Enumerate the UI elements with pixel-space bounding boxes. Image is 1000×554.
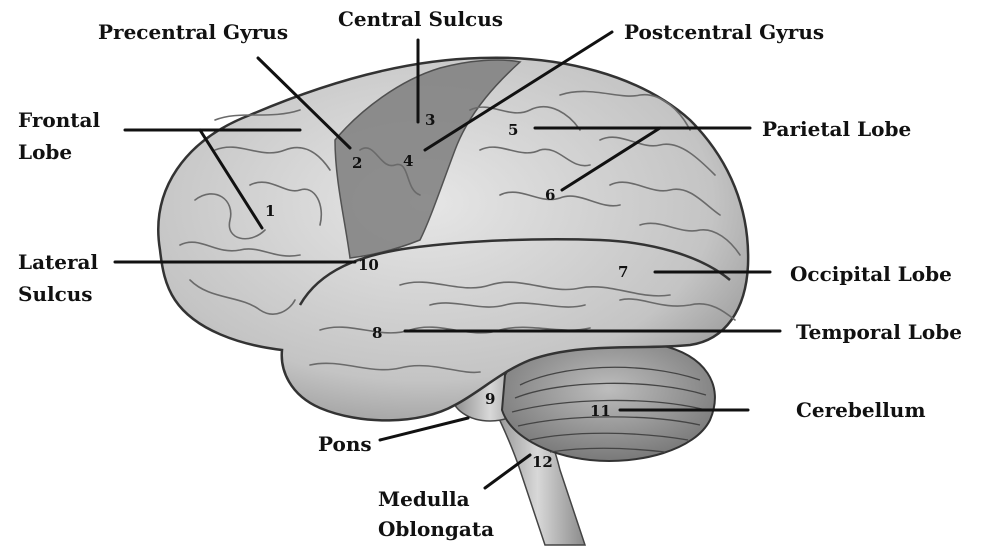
line-precentral-gyrus — [256, 56, 352, 150]
marker-12: 12 — [532, 453, 553, 471]
marker-11: 11 — [590, 402, 611, 420]
label-pons: Pons — [318, 432, 372, 456]
line-parietal-lobe-to-6 — [560, 126, 662, 192]
medulla-text-line2: Oblongata — [378, 517, 495, 541]
leader-lines — [113, 30, 782, 490]
label-frontal-lobe: Frontal Lobe — [18, 104, 100, 168]
temporal-lobe-text: Temporal Lobe — [796, 320, 962, 344]
label-precentral-gyrus: Precentral Gyrus — [98, 20, 288, 44]
cerebellum-folia — [511, 366, 707, 453]
label-lateral-sulcus: Lateral Sulcus — [18, 246, 98, 310]
medulla-text-line1: Medulla — [378, 487, 470, 511]
frontal-lobe-text-line2: Lobe — [18, 140, 73, 164]
marker-2: 2 — [352, 154, 362, 172]
marker-5: 5 — [508, 121, 518, 139]
marker-6: 6 — [545, 186, 555, 204]
label-parietal-lobe: Parietal Lobe — [762, 117, 911, 141]
lateral-sulcus-text-line1: Lateral — [18, 250, 99, 274]
lateral-sulcus-text-line2: Sulcus — [18, 282, 93, 306]
temporal-lobe-outline — [298, 238, 731, 306]
line-medulla — [483, 453, 532, 490]
label-central-sulcus: Central Sulcus — [338, 7, 503, 31]
label-medulla-oblongata: Medulla Oblongata — [378, 484, 494, 544]
occipital-lobe-text: Occipital Lobe — [790, 262, 952, 286]
marker-3: 3 — [425, 111, 435, 129]
marker-8: 8 — [372, 324, 382, 342]
pons-text: Pons — [318, 432, 372, 456]
precentral-gyrus-text: Precentral Gyrus — [98, 20, 289, 44]
gyri-texture — [179, 90, 741, 374]
marker-4: 4 — [403, 152, 413, 170]
line-pons — [378, 416, 470, 442]
number-markers: 1 2 3 4 5 6 7 8 9 10 11 12 — [265, 111, 628, 471]
label-cerebellum: Cerebellum — [796, 398, 926, 422]
label-temporal-lobe: Temporal Lobe — [796, 320, 962, 344]
label-postcentral-gyrus: Postcentral Gyrus — [624, 20, 824, 44]
marker-9: 9 — [485, 390, 495, 408]
postcentral-gyrus-text: Postcentral Gyrus — [624, 20, 825, 44]
marker-1: 1 — [265, 202, 275, 220]
parietal-lobe-text: Parietal Lobe — [762, 117, 912, 141]
label-occipital-lobe: Occipital Lobe — [790, 262, 952, 286]
frontal-lobe-text-line1: Frontal — [18, 108, 101, 132]
marker-7: 7 — [618, 263, 628, 281]
line-frontal-lobe-to-1 — [198, 128, 264, 230]
line-postcentral-gyrus — [423, 30, 614, 152]
marker-10: 10 — [358, 256, 379, 274]
cerebellum-text: Cerebellum — [796, 398, 926, 422]
central-sulcus-text: Central Sulcus — [338, 7, 504, 31]
precentral-postcentral-strip — [334, 59, 522, 259]
